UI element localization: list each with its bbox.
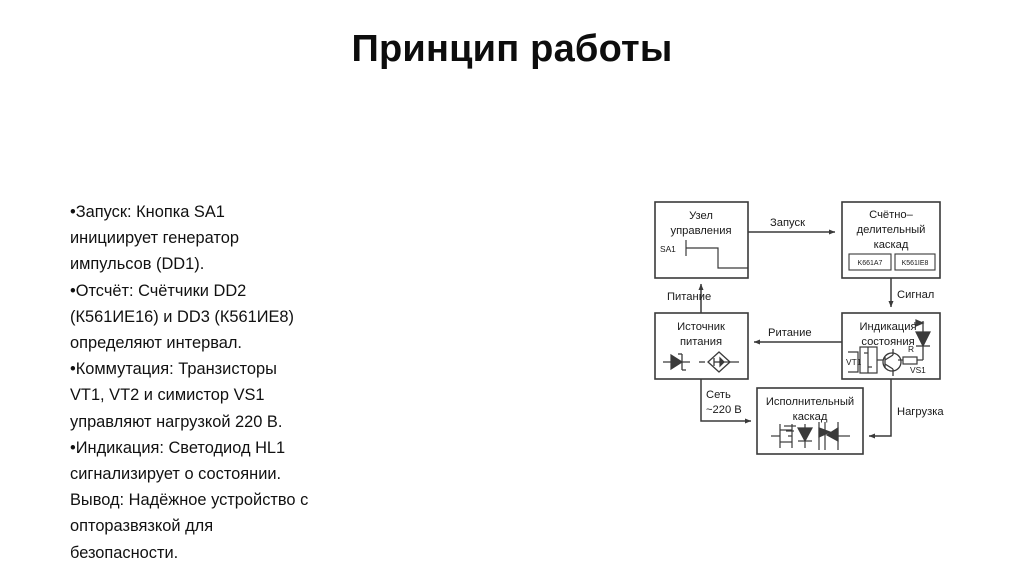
text-line: определяют интервал. — [70, 334, 242, 353]
control-unit-line1: Узел — [689, 210, 713, 222]
text-line: управляют нагрузкой 220 В. — [70, 412, 283, 431]
sa1-switch-icon: SA1 — [660, 240, 748, 269]
edge-mains-line1: Сеть — [706, 389, 731, 401]
resistor-icon: R — [898, 344, 923, 365]
chip1-label: K661A7 — [858, 260, 883, 267]
optocoupler-icon — [771, 422, 850, 450]
block-executive-stage: Исполнительный каскад — [756, 387, 864, 455]
indication-line2: состояния — [861, 336, 914, 348]
indication-line1: Индикация — [859, 321, 916, 333]
chip-k561ie8: K561IE8 — [894, 253, 936, 271]
edge-supply-in-label: Ритание — [768, 327, 812, 339]
text-line: опторазвязкой для — [70, 517, 214, 536]
chip-k561ie16: K661A7 — [848, 253, 892, 271]
text-line: импульсов (DD1). — [70, 255, 205, 274]
edge-supply-up-label: Питание — [667, 291, 711, 303]
edge-load: Нагрузка — [868, 379, 944, 439]
text-line: •Коммутация: Транзисторы — [70, 360, 277, 379]
block-status-indication: Индикация состояния VT1 R VS1 — [841, 312, 941, 380]
bullet-text-block: •Запуск: Кнопка SA1 инициирует генератор… — [70, 199, 390, 566]
rectifier-icon — [699, 351, 739, 373]
edge-supply-in: Ритание — [753, 327, 842, 345]
edge-signal: Сигнал — [888, 278, 934, 308]
edge-start: Запуск — [748, 217, 836, 235]
power-supply-line1: Источник — [677, 321, 725, 333]
edge-start-label: Запуск — [770, 217, 805, 229]
triac-label: VS1 — [910, 365, 926, 375]
power-supply-line2: питания — [680, 336, 722, 348]
text-line: •Индикация: Светодиод HL1 — [70, 438, 286, 457]
text-line: Вывод: Надёжное устройство с — [70, 491, 309, 510]
text-line: •Запуск: Кнопка SA1 — [70, 203, 225, 221]
executive-line2: каскад — [793, 411, 828, 423]
edge-mains: Сеть ~220 В — [700, 379, 752, 424]
block-power-supply: Источник питания — [654, 312, 749, 380]
text-line: инициирует генератор — [70, 229, 239, 248]
counter-line3: каскад — [874, 239, 909, 251]
edge-supply-up: Питание — [667, 283, 711, 313]
block-counter-divider: Счётно– делительный каскад K661A7 K561IE… — [841, 201, 941, 279]
control-unit-line2: управления — [670, 225, 731, 237]
text-line: VT1, VT2 и симистор VS1 — [70, 386, 265, 405]
vt1-transistor-icon: VT1 — [846, 346, 902, 376]
block-diagram: Узел управления SA1 Счётно– делительный … — [620, 180, 1020, 480]
text-line: сигнализирует о состоянии. — [70, 465, 282, 484]
edge-signal-label: Сигнал — [897, 289, 934, 301]
vs1-triac-icon: VS1 — [910, 319, 931, 375]
edge-load-label: Нагрузка — [897, 406, 944, 418]
diode-icon — [663, 353, 690, 371]
page-title: Принцип работы — [351, 28, 673, 70]
resistor-label: R — [908, 344, 914, 354]
vt1-label: VT1 — [846, 357, 862, 367]
text-line: (К561ИЕ16) и DD3 (К561ИЕ8) — [70, 307, 295, 326]
text-line: безопасности. — [70, 543, 179, 562]
text-line: •Отсчёт: Счётчики DD2 — [70, 281, 247, 300]
edge-mains-line2: ~220 В — [706, 404, 742, 416]
sa1-label: SA1 — [660, 244, 676, 254]
block-control-unit: Узел управления SA1 — [654, 201, 749, 279]
chip2-label: K561IE8 — [902, 260, 929, 267]
counter-line2: делительный — [857, 224, 926, 236]
counter-line1: Счётно– — [869, 209, 914, 221]
executive-line1: Исполнительный — [766, 396, 854, 408]
